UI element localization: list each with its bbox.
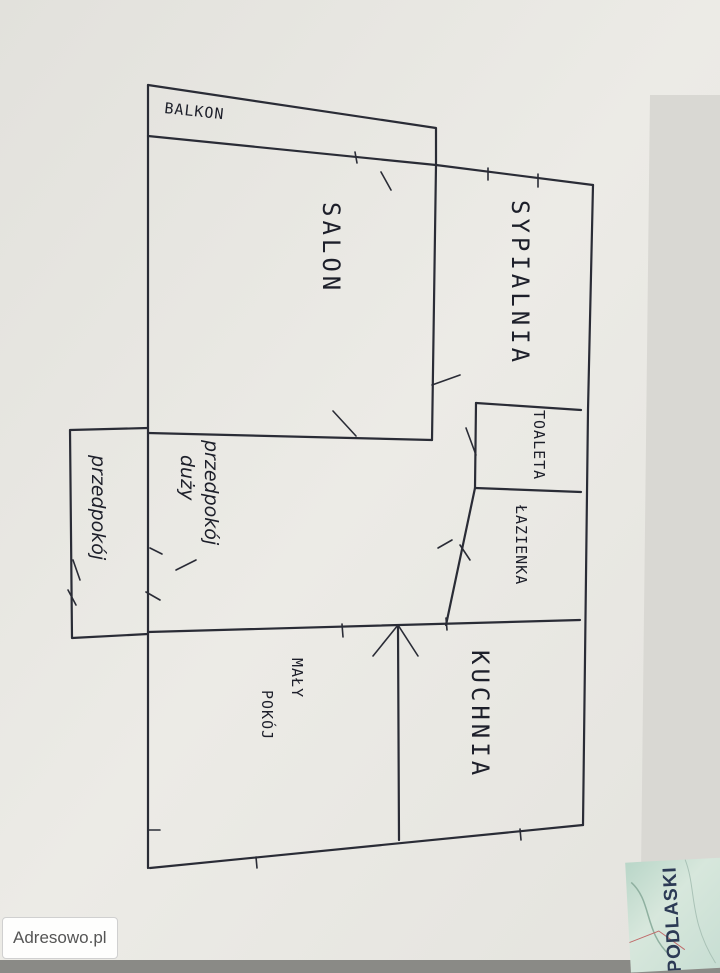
label-przedpokoj-duzy-line1: przedpokój	[200, 439, 222, 546]
bathroom-diagonal-wall	[444, 486, 477, 627]
label-toaleta: TOALETA	[530, 410, 548, 480]
balcony-outer-wall	[146, 83, 438, 167]
middle-horizontal-wall	[146, 618, 582, 634]
bedroom-top-wall	[434, 163, 595, 187]
toilet-left-wall	[473, 401, 478, 490]
label-przedpokoj-maly: przedpokój	[87, 454, 109, 561]
toilet-top-wall	[474, 401, 583, 412]
kitchen-room-wall	[396, 625, 401, 842]
walls	[68, 83, 595, 870]
label-kuchnia: KUCHNIA	[466, 650, 494, 779]
label-sypialnia: SYPIALNIA	[506, 200, 534, 366]
door-marks	[67, 151, 539, 869]
map-roads	[629, 859, 716, 964]
watermark: Adresowo.pl	[2, 917, 118, 959]
living-bottom-wall	[146, 431, 434, 442]
watermark-text: Adresowo.pl	[13, 928, 107, 947]
arrow-icon	[372, 624, 419, 657]
small-hall-walls	[68, 426, 150, 640]
label-maly-pokoj-line1: MAŁY	[288, 658, 306, 698]
label-przedpokoj-duzy-line2: duży	[176, 455, 198, 501]
outer-wall-bottom	[148, 823, 585, 870]
map-fragment: PODLASKI	[625, 857, 720, 973]
paper-edge-shadow	[640, 95, 720, 960]
living-bedroom-wall	[430, 163, 438, 442]
label-lazienka: ŁAZIENKA	[512, 504, 530, 585]
balcony-inner-wall	[146, 134, 438, 167]
label-maly-pokoj-line2: POKÓJ	[258, 690, 277, 740]
label-salon: SALON	[317, 202, 345, 294]
outer-wall-right	[581, 183, 595, 827]
toilet-bathroom-wall	[473, 486, 583, 494]
